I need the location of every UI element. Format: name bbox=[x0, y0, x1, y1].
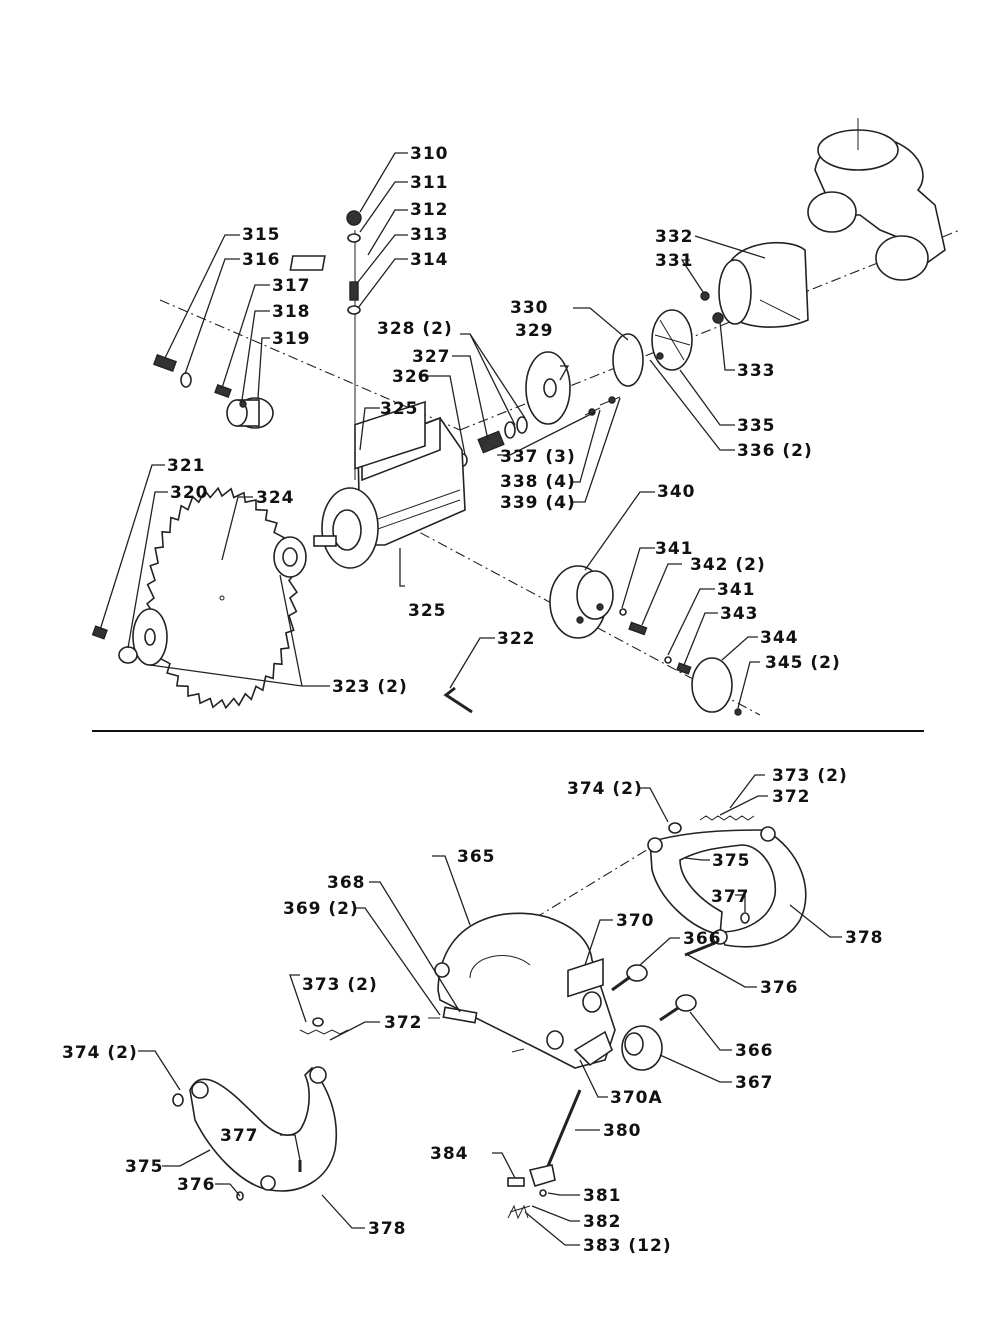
label-367: 367 bbox=[735, 1073, 774, 1093]
label-370a: 370A bbox=[610, 1088, 663, 1108]
label-373-left: 373 (2) bbox=[302, 975, 378, 995]
label-333: 333 bbox=[737, 361, 776, 381]
label-368: 368 bbox=[327, 873, 366, 893]
label-338: 338 (4) bbox=[500, 472, 576, 492]
label-315: 315 bbox=[242, 225, 281, 245]
label-325-top: 325 bbox=[380, 399, 419, 419]
label-372-left: 372 bbox=[384, 1013, 423, 1033]
label-335: 335 bbox=[737, 416, 776, 436]
label-384: 384 bbox=[430, 1144, 469, 1164]
label-382: 382 bbox=[583, 1212, 622, 1232]
label-314: 314 bbox=[410, 250, 449, 270]
lower-guard-right bbox=[647, 815, 807, 957]
motor-assembly bbox=[91, 118, 961, 716]
label-322: 322 bbox=[497, 629, 536, 649]
label-337: 337 (3) bbox=[500, 447, 576, 467]
label-311: 311 bbox=[410, 173, 449, 193]
label-323: 323 (2) bbox=[332, 677, 408, 697]
label-377-left: 377 bbox=[220, 1126, 259, 1146]
label-376-left: 376 bbox=[177, 1175, 216, 1195]
label-365: 365 bbox=[457, 847, 496, 867]
label-373-right: 373 (2) bbox=[772, 766, 848, 786]
label-343: 343 bbox=[720, 604, 759, 624]
part-labels: 310 311 312 313 314 315 316 317 318 319 … bbox=[62, 144, 884, 1256]
label-310: 310 bbox=[410, 144, 449, 164]
label-339: 339 (4) bbox=[500, 493, 576, 513]
label-377-right: 377 bbox=[711, 887, 750, 907]
label-318: 318 bbox=[272, 302, 311, 322]
label-330: 330 bbox=[510, 298, 549, 318]
end-bell bbox=[549, 565, 614, 639]
label-319: 319 bbox=[272, 329, 311, 349]
rotor-plate bbox=[612, 333, 644, 387]
label-366-bottom: 366 bbox=[735, 1041, 774, 1061]
label-332: 332 bbox=[655, 227, 694, 247]
label-381: 381 bbox=[583, 1186, 622, 1206]
label-327: 327 bbox=[412, 347, 451, 367]
label-380: 380 bbox=[603, 1121, 642, 1141]
fan-cover bbox=[718, 241, 809, 328]
label-342: 342 (2) bbox=[690, 555, 766, 575]
guard-knob bbox=[621, 1025, 663, 1071]
label-317: 317 bbox=[272, 276, 311, 296]
label-378-left: 378 bbox=[368, 1219, 407, 1239]
label-324: 324 bbox=[256, 488, 295, 508]
label-341-bottom: 341 bbox=[717, 580, 756, 600]
label-375-left: 375 bbox=[125, 1157, 164, 1177]
label-374-right: 374 (2) bbox=[567, 779, 643, 799]
label-340: 340 bbox=[657, 482, 696, 502]
label-320: 320 bbox=[170, 483, 209, 503]
label-372-right: 372 bbox=[772, 787, 811, 807]
label-313: 313 bbox=[410, 225, 449, 245]
upper-guard bbox=[434, 912, 616, 1069]
label-312: 312 bbox=[410, 200, 449, 220]
yoke-arm bbox=[807, 118, 946, 281]
label-341-top: 341 bbox=[655, 539, 694, 559]
leader-lines bbox=[99, 152, 842, 1246]
label-370: 370 bbox=[616, 911, 655, 931]
label-375-right: 375 bbox=[712, 851, 751, 871]
label-328: 328 (2) bbox=[377, 319, 453, 339]
lower-guard-left bbox=[172, 1017, 349, 1201]
label-378-right: 378 bbox=[845, 928, 884, 948]
label-366-top: 366 bbox=[683, 929, 722, 949]
label-344: 344 bbox=[760, 628, 799, 648]
end-cover-disc bbox=[691, 657, 733, 713]
label-316: 316 bbox=[242, 250, 281, 270]
label-329: 329 bbox=[515, 321, 554, 341]
label-325-bottom: 325 bbox=[408, 601, 447, 621]
label-326: 326 bbox=[392, 367, 431, 387]
label-336: 336 (2) bbox=[737, 441, 813, 461]
label-345: 345 (2) bbox=[765, 653, 841, 673]
cooling-fan bbox=[651, 309, 693, 371]
guard-assembly bbox=[172, 815, 807, 1220]
saw-blade bbox=[146, 486, 298, 710]
label-374-left: 374 (2) bbox=[62, 1043, 138, 1063]
label-331: 331 bbox=[655, 251, 694, 271]
motor bbox=[313, 400, 466, 569]
label-321: 321 bbox=[167, 456, 206, 476]
label-376-right: 376 bbox=[760, 978, 799, 998]
label-383: 383 (12) bbox=[583, 1236, 672, 1256]
label-369: 369 (2) bbox=[283, 899, 359, 919]
